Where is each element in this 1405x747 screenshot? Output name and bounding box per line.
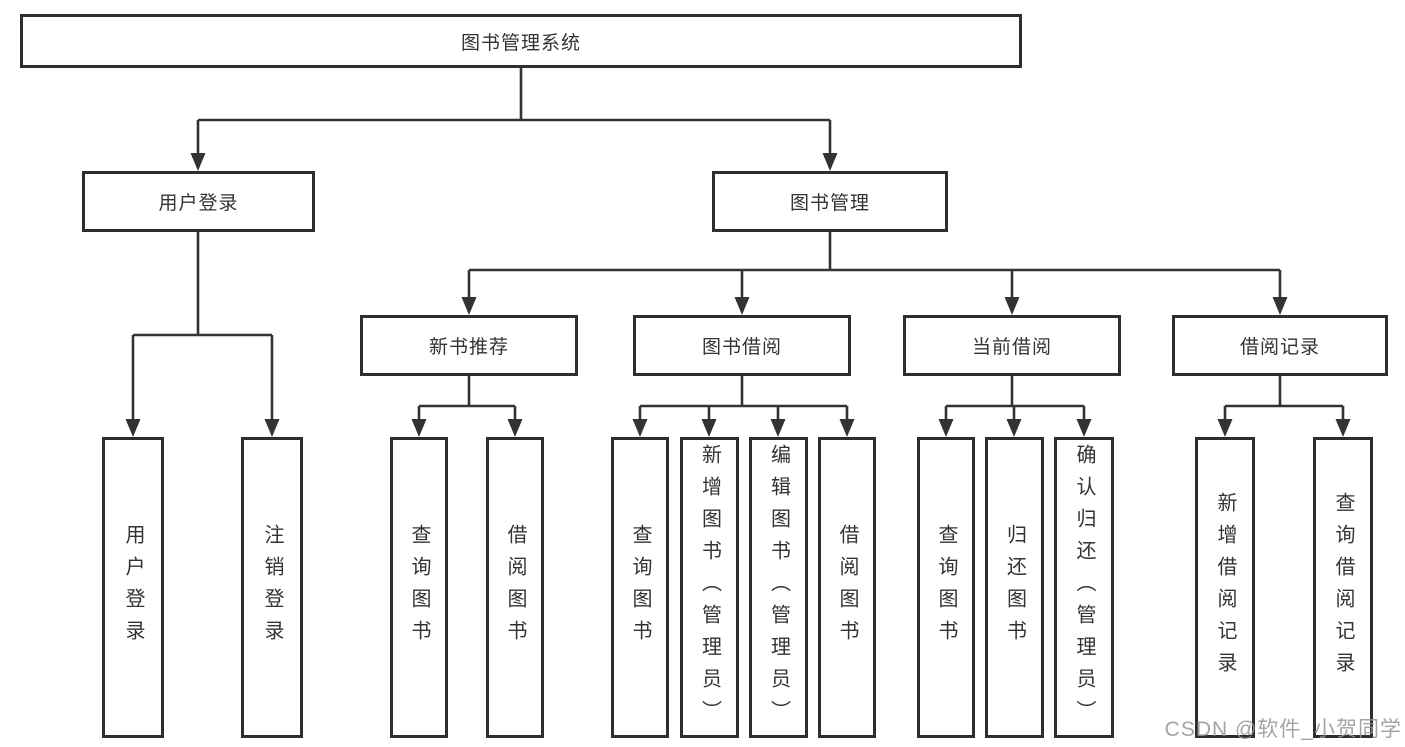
node-label: 借阅记录 <box>1239 337 1320 358</box>
node-leaf-borrow-query-books: 查询图书 <box>611 437 669 738</box>
node-label: 确认归还（管理员） <box>1073 443 1095 732</box>
node-label: 图书管理系统 <box>460 32 581 54</box>
node-leaf-recommend-query-books: 查询图书 <box>390 437 448 738</box>
node-leaf-current-query-books: 查询图书 <box>917 437 975 738</box>
node-leaf-add-books-admin: 新增图书（管理员） <box>680 437 739 738</box>
node-book-management-branch: 图书管理 <box>712 171 948 232</box>
node-label: 注销登录 <box>261 523 283 652</box>
node-leaf-user-login: 用户登录 <box>102 437 164 738</box>
node-leaf-query-borrow-record: 查询借阅记录 <box>1313 437 1373 738</box>
node-label: 查询图书 <box>629 523 651 652</box>
node-label: 用户登录 <box>158 193 239 214</box>
node-leaf-logout: 注销登录 <box>241 437 303 738</box>
node-leaf-return-books: 归还图书 <box>985 437 1044 738</box>
node-leaf-recommend-borrow-books: 借阅图书 <box>486 437 544 738</box>
node-label: 用户登录 <box>122 523 144 652</box>
node-label: 借阅图书 <box>504 523 526 652</box>
node-label: 查询图书 <box>935 523 957 652</box>
node-leaf-borrow-books: 借阅图书 <box>818 437 876 738</box>
node-leaf-confirm-return-admin: 确认归还（管理员） <box>1054 437 1114 738</box>
node-label: 图书借阅 <box>701 337 782 358</box>
node-leaf-edit-books-admin: 编辑图书（管理员） <box>749 437 808 738</box>
csdn-watermark: CSDN @软件_小贺同学 <box>1164 718 1402 741</box>
node-label: 查询借阅记录 <box>1332 491 1354 684</box>
node-new-book-recommend: 新书推荐 <box>360 315 578 376</box>
node-label: 借阅图书 <box>836 523 858 652</box>
node-borrow-records: 借阅记录 <box>1172 315 1388 376</box>
node-label: 新书推荐 <box>428 337 509 358</box>
node-label: 归还图书 <box>1003 523 1026 652</box>
node-label: 新增图书（管理员） <box>698 443 721 732</box>
node-leaf-add-borrow-record: 新增借阅记录 <box>1195 437 1255 738</box>
node-book-borrow: 图书借阅 <box>633 315 851 376</box>
node-label: 当前借阅 <box>971 337 1052 358</box>
node-root-system: 图书管理系统 <box>20 14 1022 68</box>
node-current-borrow: 当前借阅 <box>903 315 1121 376</box>
node-user-login-branch: 用户登录 <box>82 171 315 232</box>
node-label: 新增借阅记录 <box>1214 491 1236 684</box>
node-label: 图书管理 <box>789 193 870 214</box>
node-label: 编辑图书（管理员） <box>767 443 790 732</box>
node-label: 查询图书 <box>408 523 430 652</box>
